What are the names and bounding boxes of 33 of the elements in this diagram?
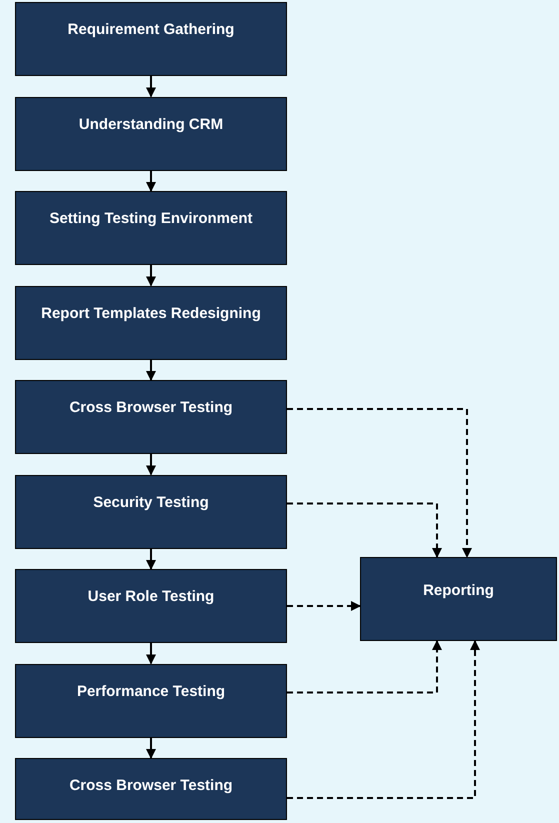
arrow [146, 738, 156, 759]
process-box [15, 286, 287, 360]
arrow [146, 76, 156, 98]
box-label: Security Testing [93, 492, 209, 512]
arrow [287, 601, 361, 611]
process-box [15, 664, 287, 738]
arrow [146, 548, 156, 570]
process-box [15, 569, 287, 643]
box-label: Setting Testing Environment [49, 209, 253, 229]
box-label: Requirement Gathering [68, 20, 234, 40]
process-box [15, 191, 287, 265]
arrow [287, 640, 480, 799]
process-box [15, 96, 287, 170]
process-box [15, 380, 287, 454]
arrow [287, 502, 442, 558]
box-label: User Role Testing [88, 587, 214, 607]
process-box [15, 2, 287, 76]
process-box [15, 758, 287, 820]
arrow [146, 454, 156, 476]
arrow [287, 408, 472, 558]
arrow [146, 265, 156, 286]
box-label: Report Templates Redesigning [41, 304, 261, 324]
box-label: Performance Testing [76, 682, 226, 702]
box-label: Cross Browser Testing [69, 398, 233, 418]
process-box [360, 557, 557, 641]
box-label: Reporting [423, 581, 494, 601]
arrow [287, 640, 442, 694]
arrow [146, 643, 156, 664]
arrow [146, 170, 156, 192]
box-label: Understanding CRM [78, 114, 224, 134]
process-box [15, 474, 287, 548]
arrow [146, 360, 156, 381]
box-label: Cross Browser Testing [69, 776, 233, 796]
